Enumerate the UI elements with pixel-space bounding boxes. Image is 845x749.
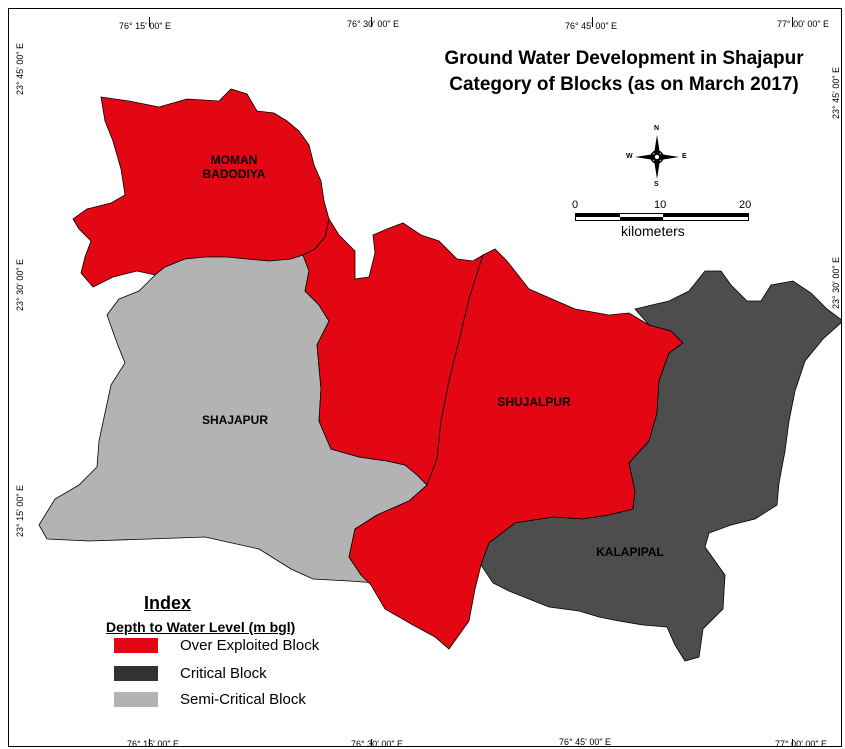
legend-item-critical: Critical Block (114, 664, 267, 682)
compass-e: E (682, 153, 687, 160)
scale-tick-10: 10 (654, 199, 667, 211)
coord-tick (371, 739, 372, 746)
coord-bottom-2: 76° 30' 00" E (351, 739, 404, 747)
block-label-shujalpur: SHUJALPUR (497, 395, 571, 409)
coord-tick (149, 17, 150, 27)
region-kalapipal[interactable] (480, 270, 842, 662)
coord-tick (371, 17, 372, 27)
legend-label-semi-critical: Semi-Critical Block (180, 690, 306, 708)
compass-w: W (626, 153, 633, 160)
scale-bar-segment-1 (576, 214, 620, 217)
compass-s: S (654, 181, 659, 188)
legend-subtitle: Depth to Water Level (m bgl) (106, 619, 296, 635)
block-label-moman-line-1: MOMAN (210, 153, 258, 167)
coord-top-4: 77° 00' 00" E (777, 19, 830, 29)
block-label-kalapipal: KALAPIPAL (596, 545, 664, 559)
coord-top-2: 76° 30' 00" E (347, 19, 400, 29)
district-map (38, 88, 842, 662)
compass-rose-icon (635, 135, 679, 179)
coord-bottom-1: 76° 15' 00" E (127, 739, 180, 747)
scale-unit: kilometers (621, 223, 685, 239)
compass-rose: N S W E (626, 125, 687, 188)
legend-label-critical: Critical Block (180, 664, 267, 682)
coord-tick (792, 17, 793, 27)
map-title-line-1: Ground Water Development in Shajapur (444, 48, 804, 69)
coord-bottom-3: 76° 45' 00" E (559, 737, 612, 747)
coord-tick (149, 739, 150, 746)
coord-left-2: 23° 30' 00" E (15, 258, 25, 311)
scale-bar (575, 213, 749, 221)
block-label-shajapur: SHAJAPUR (201, 413, 268, 427)
coord-tick (592, 17, 593, 27)
compass-n: N (654, 125, 660, 132)
map-title-line-2: Category of Blocks (as on March 2017) (449, 74, 799, 95)
block-label-moman-line-2: BADODIYA (202, 167, 266, 181)
legend-swatch-over-exploited (114, 637, 158, 653)
scale-tick-0: 0 (572, 199, 579, 211)
map-frame: 76° 15' 00" E 76° 30' 00" E 76° 45' 00" … (8, 8, 842, 747)
coord-bottom-4: 77° 00' 00" E (775, 739, 828, 747)
legend-swatch-semi-critical (114, 691, 158, 707)
coord-top-1: 76° 15' 00" E (119, 21, 172, 31)
legend-label-over-exploited: Over Exploited Block (180, 636, 320, 654)
scale-bar-segment-2 (620, 217, 663, 220)
scale-tick-20: 20 (739, 199, 752, 211)
scale-bar-segment-3 (663, 214, 749, 217)
coord-left-3: 23° 15' 00" E (15, 484, 25, 537)
coord-right-2: 23° 30' 00" E (831, 256, 841, 309)
coord-left-1: 23° 45' 00" E (15, 42, 25, 95)
legend-item-over-exploited: Over Exploited Block (114, 636, 319, 654)
coord-tick (792, 739, 793, 746)
legend-title: Index (144, 593, 192, 613)
legend-item-semi-critical: Semi-Critical Block (114, 690, 306, 708)
legend-swatch-critical (114, 665, 158, 681)
coord-top-3: 76° 45' 00" E (565, 21, 618, 31)
